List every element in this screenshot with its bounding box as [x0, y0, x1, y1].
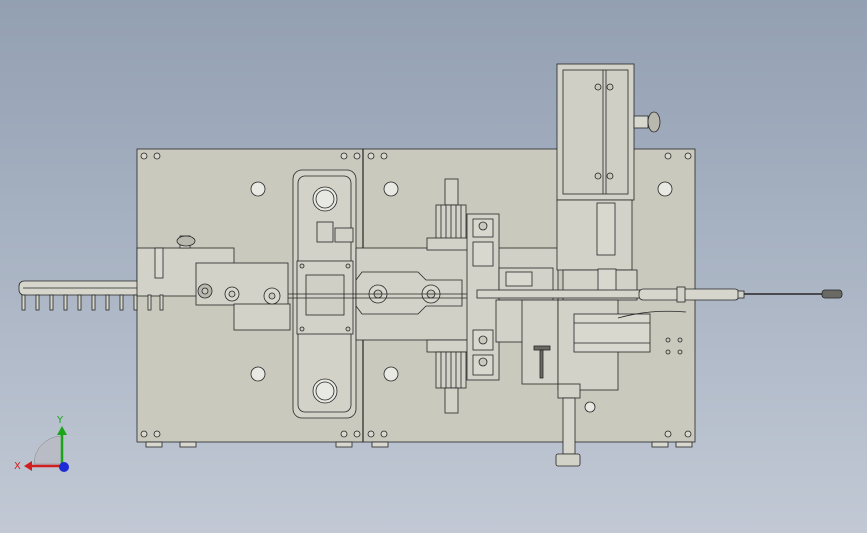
feeder-column — [556, 63, 661, 301]
chain-conveyor — [18, 235, 291, 331]
coordinate-triad: X Y — [14, 415, 69, 472]
pneumatic-cylinder — [476, 286, 843, 303]
triad-z-axis — [59, 462, 69, 472]
triad-y-label: Y — [56, 415, 64, 426]
lower-motor-block — [426, 339, 473, 414]
triad-x-label: X — [14, 461, 21, 472]
plate-screws — [140, 152, 693, 448]
upper-motor-block — [426, 178, 473, 251]
chain-pins — [21, 294, 164, 311]
lower-right-module — [555, 299, 687, 467]
plate-holes — [250, 181, 673, 382]
